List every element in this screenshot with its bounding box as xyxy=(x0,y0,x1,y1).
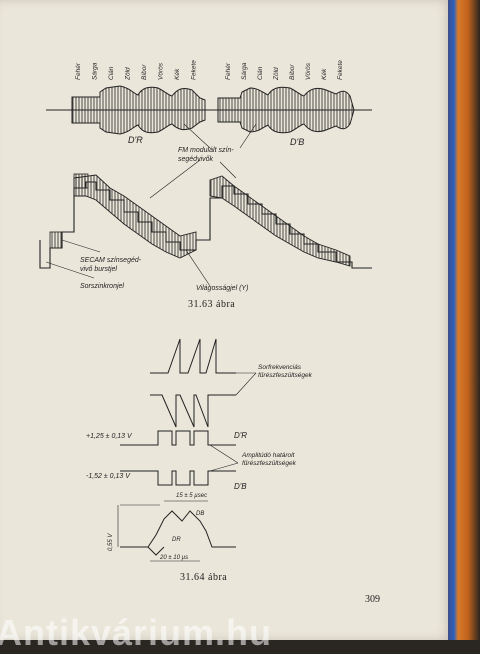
figure-31-63-diagram: Fehér Sárga Cián Zöld Bíbor Vörös Kék Fekete Fe… xyxy=(39,60,372,292)
label-luma: Világosságjel (Y) xyxy=(196,285,248,292)
figure-31-64-leaders xyxy=(117,372,257,562)
figure-31-64-caption: 31.64 ábra xyxy=(180,572,228,583)
label-level-plus: +1,25 ± 0,13 V xyxy=(86,433,133,440)
figure-31-63-leaders xyxy=(45,123,257,287)
combined-pulse xyxy=(120,510,236,556)
label-dr-small: DR xyxy=(172,537,181,543)
color-label: Fehér xyxy=(225,62,232,80)
sawtooth-falling xyxy=(150,394,236,428)
label-db: D'B xyxy=(290,137,304,147)
color-label: Vörös xyxy=(305,62,312,80)
label-dr-pulse: D'R xyxy=(234,431,247,440)
label-dr: D'R xyxy=(128,135,143,145)
watermark: Antikvárium.hu xyxy=(0,612,273,653)
color-label: Cián xyxy=(108,66,115,80)
pulse-db xyxy=(120,470,236,486)
color-label: Sárga xyxy=(241,62,248,80)
label-db-small: DB xyxy=(196,511,204,517)
color-label: Vörös xyxy=(158,62,165,80)
label-voltage: 0,55 V xyxy=(108,533,114,551)
label-db-pulse: D'B xyxy=(234,482,247,491)
color-label: Kék xyxy=(321,68,328,80)
color-label: Fehér xyxy=(75,62,82,80)
book-spine-edge xyxy=(448,0,480,640)
label-level-minus: -1,52 ± 0,13 V xyxy=(86,473,131,480)
label-time-bottom: 20 ± 10 µs xyxy=(159,555,188,561)
label-time-top: 15 ± 5 µsec xyxy=(176,493,207,499)
label-fm-subcarriers: FM modulált szín-segédvivők xyxy=(178,147,234,163)
color-label: Fekete xyxy=(191,60,198,80)
color-label: Cián xyxy=(257,66,264,80)
color-label: Zöld xyxy=(273,67,280,81)
label-secam-burst: SECAM színsegéd-vivő burstjel xyxy=(80,257,142,273)
color-label: Fekete xyxy=(337,60,344,80)
color-label: Bíbor xyxy=(141,64,148,80)
fm-envelope-signal xyxy=(46,85,372,135)
color-label: Kék xyxy=(174,68,181,80)
pulse-dr xyxy=(120,430,236,446)
label-sync: Sorszinkronjel xyxy=(80,283,124,290)
figure-31-63-caption: 31.63 ábra xyxy=(188,299,236,310)
color-label: Bíbor xyxy=(289,64,296,80)
color-label: Sárga xyxy=(92,62,99,80)
color-labels-left: Fehér Sárga Cián Zöld Bíbor Vörös Kék Fekete xyxy=(75,60,198,81)
page-number: 309 xyxy=(365,594,380,605)
book-page: Fehér Sárga Cián Zöld Bíbor Vörös Kék Fekete Fe… xyxy=(0,0,452,640)
composite-staircase-signal xyxy=(39,173,372,269)
sawtooth-rising xyxy=(150,338,236,374)
color-labels-right: Fehér Sárga Cián Zöld Bíbor Vörös Kék Fekete xyxy=(225,60,344,81)
color-label: Zöld xyxy=(125,67,132,81)
